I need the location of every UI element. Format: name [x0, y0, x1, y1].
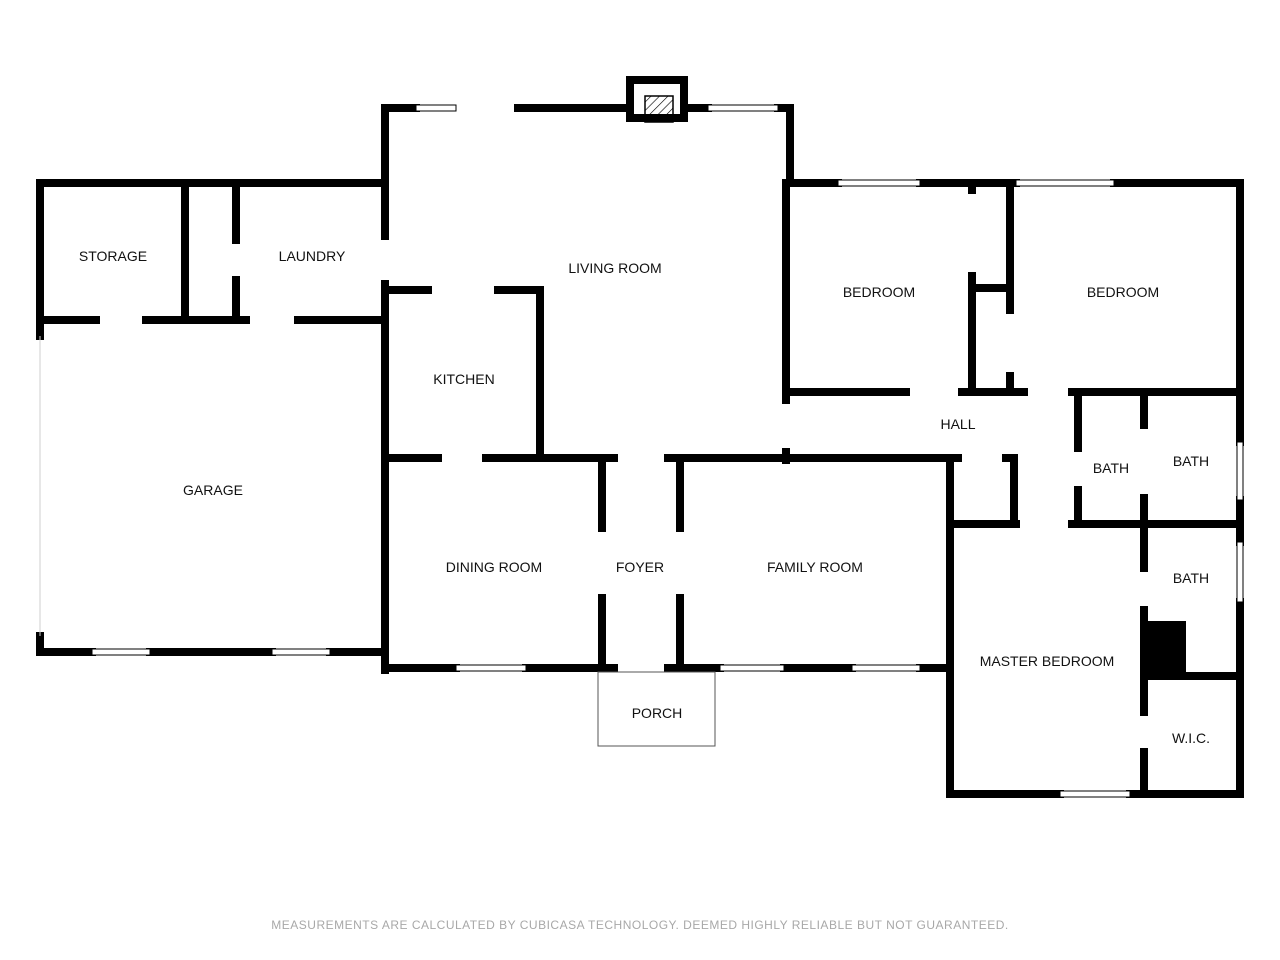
- disclaimer-footer: MEASUREMENTS ARE CALCULATED BY CUBICASA …: [271, 918, 1009, 932]
- room-label-living-room: LIVING ROOM: [568, 260, 661, 276]
- room-label-porch: PORCH: [632, 705, 683, 721]
- cabinet-block: [1147, 621, 1186, 677]
- room-label-bedroom-1: BEDROOM: [843, 284, 915, 300]
- room-label-bath-1: BATH: [1093, 460, 1129, 476]
- room-label-bath-3: BATH: [1173, 570, 1209, 586]
- room-label-hall: HALL: [940, 416, 975, 432]
- room-label-laundry: LAUNDRY: [279, 248, 346, 264]
- walls: [36, 104, 1244, 798]
- room-label-bath-2: BATH: [1173, 453, 1209, 469]
- room-label-storage: STORAGE: [79, 248, 147, 264]
- porch-outline: [597, 671, 716, 747]
- room-label-foyer: FOYER: [616, 559, 664, 575]
- room-label-master-bedroom: MASTER BEDROOM: [980, 653, 1115, 669]
- fireplace-icon: [626, 76, 688, 123]
- room-label-kitchen: KITCHEN: [433, 371, 494, 387]
- room-label-family-room: FAMILY ROOM: [767, 559, 863, 575]
- room-labels: STORAGE LAUNDRY LIVING ROOM BEDROOM BEDR…: [79, 248, 1210, 746]
- room-label-wic: W.I.C.: [1172, 730, 1210, 746]
- room-label-dining-room: DINING ROOM: [446, 559, 542, 575]
- windows: [91, 104, 1244, 798]
- room-label-garage: GARAGE: [183, 482, 243, 498]
- room-label-bedroom-2: BEDROOM: [1087, 284, 1159, 300]
